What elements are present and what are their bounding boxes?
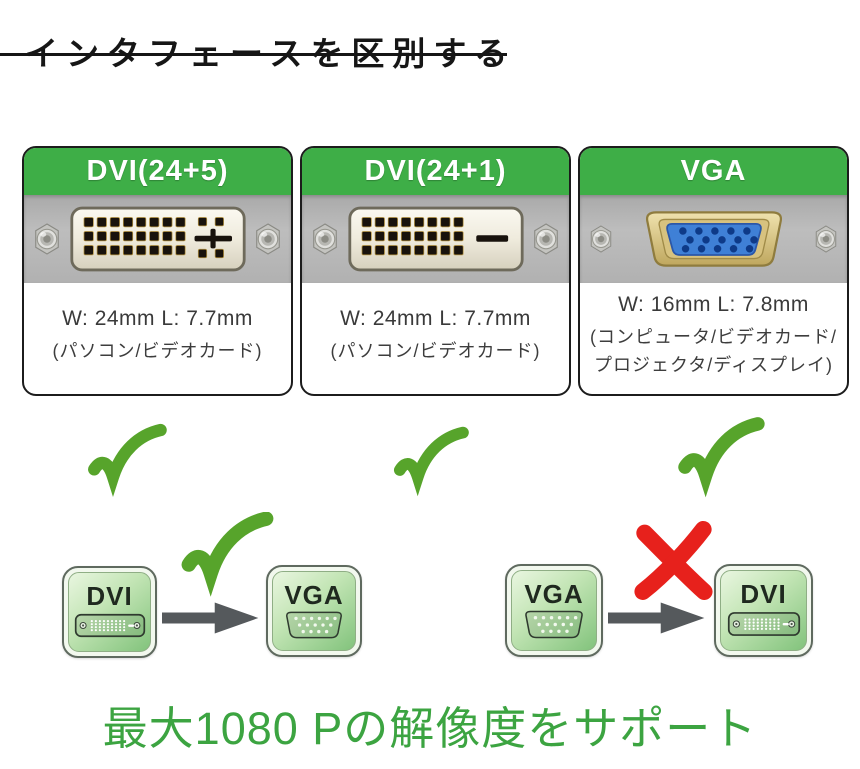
screw-icon <box>313 223 337 255</box>
connector-photo-vga <box>580 195 847 283</box>
dvi-24-1-connector-icon <box>347 205 525 273</box>
vga-port-icon <box>520 608 588 641</box>
dvi-port-icon <box>73 610 147 641</box>
cross-icon <box>627 516 720 604</box>
screw-icon <box>590 225 612 253</box>
dvi-port-inner: DVI <box>68 572 151 652</box>
dvi-port-box: DVI <box>62 566 157 658</box>
connector-photo-dvi-24-1 <box>302 195 569 283</box>
connector-photo-dvi-24-5 <box>24 195 291 283</box>
vga-port-icon <box>281 609 347 641</box>
card-title-dvi-24-5: DVI(24+5) <box>24 148 291 195</box>
checkmark-icon <box>86 421 168 503</box>
spec-size: W: 16mm L: 7.8mm <box>618 293 809 317</box>
spec-devices: (パソコン/ビデオカード) <box>330 341 541 362</box>
checkmark-icon <box>176 512 278 600</box>
checkmark-icon <box>392 424 470 502</box>
card-info-vga: W: 16mm L: 7.8mm (コンピュータ/ビデオカード/ プロジェクタ/… <box>580 283 847 394</box>
card-info-dvi-24-5: W: 24mm L: 7.7mm (パソコン/ビデオカード) <box>24 283 291 394</box>
vga-connector-icon <box>629 207 799 271</box>
vga-port-inner: VGA <box>272 571 356 651</box>
dvi-port-inner: DVI <box>720 570 807 651</box>
vga-port-box: VGA <box>266 565 362 657</box>
dvi-port-label: DVI <box>740 579 787 609</box>
screw-icon <box>35 223 59 255</box>
screw-icon <box>256 223 280 255</box>
dvi-port-label: DVI <box>86 581 133 611</box>
title-underline <box>0 53 507 56</box>
spec-devices: (コンピュータ/ビデオカード/ プロジェクタ/ディスプレイ) <box>590 327 837 375</box>
checkmark-icon <box>676 415 766 503</box>
vga-port-box: VGA <box>505 564 603 657</box>
spec-size: W: 24mm L: 7.7mm <box>62 307 253 331</box>
page-title: インタフェースを区別する <box>25 35 516 73</box>
card-title-vga: VGA <box>580 148 847 195</box>
card-title-dvi-24-1: DVI(24+1) <box>302 148 569 195</box>
card-dvi-24-5: DVI(24+5) W: 24mm L: 7.7mm (パソコン/ビデオカード) <box>22 146 293 396</box>
interface-cards: DVI(24+5) W: 24mm L: 7.7mm (パソコン/ビデオカード)… <box>22 146 849 396</box>
dvi-port-box: DVI <box>714 564 813 657</box>
screw-icon <box>815 225 837 253</box>
screw-icon <box>534 223 558 255</box>
footer-caption: 最大1080 Pの解像度をサポート <box>102 703 758 754</box>
vga-port-label: VGA <box>524 578 584 609</box>
card-info-dvi-24-1: W: 24mm L: 7.7mm (パソコン/ビデオカード) <box>302 283 569 394</box>
arrow-right-icon <box>608 602 705 634</box>
card-vga: VGA W: 16mm L: 7.8mm (コンピュータ/ビデオカード/ プロジ… <box>578 146 849 396</box>
dvi-24-5-connector-icon <box>69 205 247 273</box>
card-dvi-24-1: DVI(24+1) W: 24mm L: 7.7mm (パソコン/ビデオカード) <box>300 146 571 396</box>
spec-size: W: 24mm L: 7.7mm <box>340 307 531 331</box>
dvi-port-icon <box>726 608 802 640</box>
arrow-right-icon <box>162 602 259 634</box>
vga-port-inner: VGA <box>511 570 597 651</box>
spec-devices: (パソコン/ビデオカード) <box>52 341 263 362</box>
vga-port-label: VGA <box>284 579 344 610</box>
